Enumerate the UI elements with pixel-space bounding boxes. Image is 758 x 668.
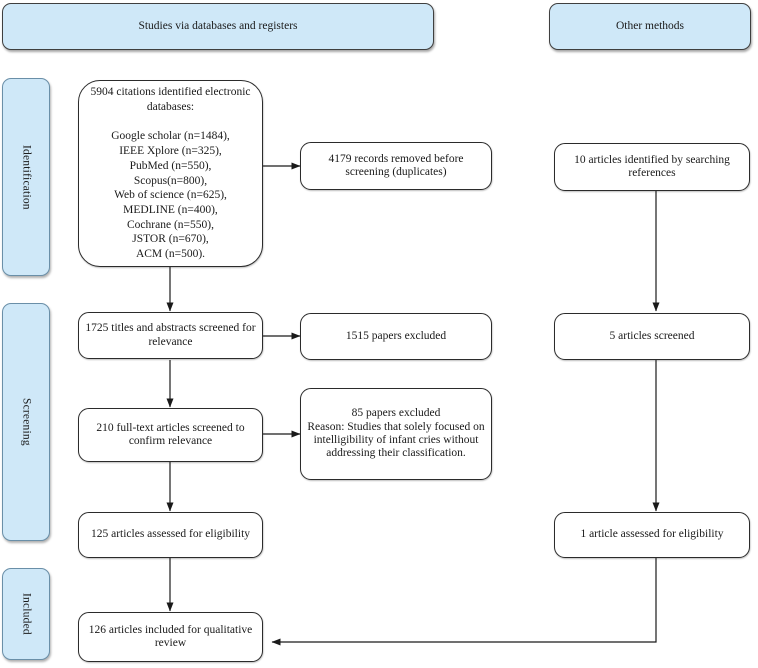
stage-identification-label: Identification (20, 144, 33, 210)
connector-other-assessed-to-included (271, 558, 657, 646)
node-papers-excluded-1515: 1515 papers excluded (300, 313, 492, 360)
node-papers-excluded-85-text: 85 papers excluded Reason: Studies that … (307, 407, 485, 460)
node-fulltext-screened: 210 full-text articles screened to confi… (78, 408, 263, 462)
stage-included: Included (2, 568, 50, 660)
stage-screening: Screening (2, 303, 50, 541)
node-included-qualitative-review: 126 articles included for qualitative re… (78, 612, 263, 662)
node-assessed-eligibility-125-text: 125 articles assessed for eligibility (90, 528, 251, 541)
node-other-articles-screened: 5 articles screened (554, 313, 750, 360)
node-other-assessed-eligibility-text: 1 article assessed for eligibility (580, 528, 724, 541)
node-papers-excluded-85: 85 papers excluded Reason: Studies that … (300, 388, 492, 480)
node-included-qualitative-review-text: 126 articles included for qualitative re… (88, 623, 253, 649)
header-other-methods: Other methods (549, 3, 751, 50)
stage-screening-label: Screening (20, 398, 33, 446)
stage-identification: Identification (2, 78, 50, 276)
node-other-identified-references-text: 10 articles identified by searching refe… (574, 153, 730, 179)
node-other-articles-screened-text: 5 articles screened (609, 329, 695, 342)
node-fulltext-screened-text: 210 full-text articles screened to confi… (96, 421, 245, 447)
node-other-identified-references: 10 articles identified by searching refe… (554, 143, 750, 191)
node-records-removed: 4179 records removed before screening (d… (300, 142, 492, 190)
header-other-methods-label: Other methods (615, 19, 685, 32)
node-titles-abstracts-screened: 1725 titles and abstracts screened for r… (78, 312, 263, 359)
node-other-assessed-eligibility: 1 article assessed for eligibility (554, 512, 750, 558)
header-databases-registers-label: Studies via databases and registers (138, 19, 298, 32)
node-assessed-eligibility-125: 125 articles assessed for eligibility (78, 512, 263, 558)
node-citations-identified: 5904 citations identified electronic dat… (78, 80, 263, 267)
node-citations-identified-text: 5904 citations identified electronic dat… (90, 86, 251, 261)
stage-included-label: Included (20, 593, 33, 635)
node-papers-excluded-1515-text: 1515 papers excluded (345, 329, 447, 342)
header-databases-registers: Studies via databases and registers (2, 3, 434, 50)
node-titles-abstracts-screened-text: 1725 titles and abstracts screened for r… (85, 322, 256, 348)
node-records-removed-text: 4179 records removed before screening (d… (328, 152, 464, 178)
